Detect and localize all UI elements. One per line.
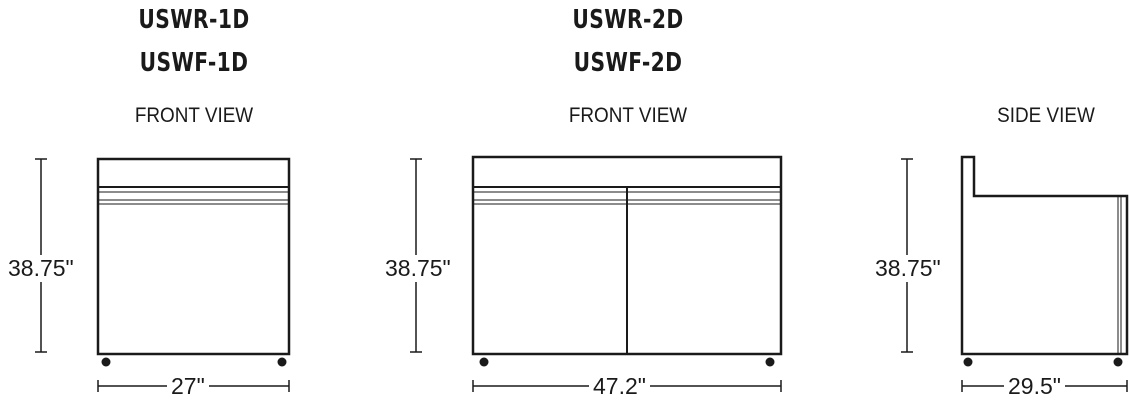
single-door-front-drawing: [96, 157, 291, 356]
width-dimension-label: 27": [167, 373, 209, 400]
caster-wheel: [101, 357, 111, 367]
caster-wheel: [963, 357, 973, 367]
width-dimension-label: 47.2": [589, 373, 650, 400]
front-view-label: FRONT VIEW: [134, 104, 254, 127]
caster-wheel: [1113, 357, 1123, 367]
model-name-uswf-2d: USWF-2D: [573, 48, 683, 78]
double-door-front-drawing: [471, 155, 783, 356]
caster-wheel: [479, 357, 489, 367]
side-view-label: SIDE VIEW: [997, 104, 1095, 127]
model-name-uswr-2d: USWR-2D: [572, 5, 684, 35]
model-name-uswf-1d: USWF-1D: [139, 48, 249, 78]
side-view-drawing: [960, 155, 1129, 356]
front-view-label: FRONT VIEW: [568, 104, 688, 127]
height-dimension-label: 38.75": [381, 255, 455, 282]
height-dimension-label: 38.75": [4, 255, 78, 282]
depth-dimension-label: 29.5": [1004, 373, 1065, 400]
caster-wheel: [277, 357, 287, 367]
model-name-uswr-1d: USWR-1D: [138, 5, 250, 35]
caster-wheel: [765, 357, 775, 367]
height-dimension-label: 38.75": [871, 255, 945, 282]
